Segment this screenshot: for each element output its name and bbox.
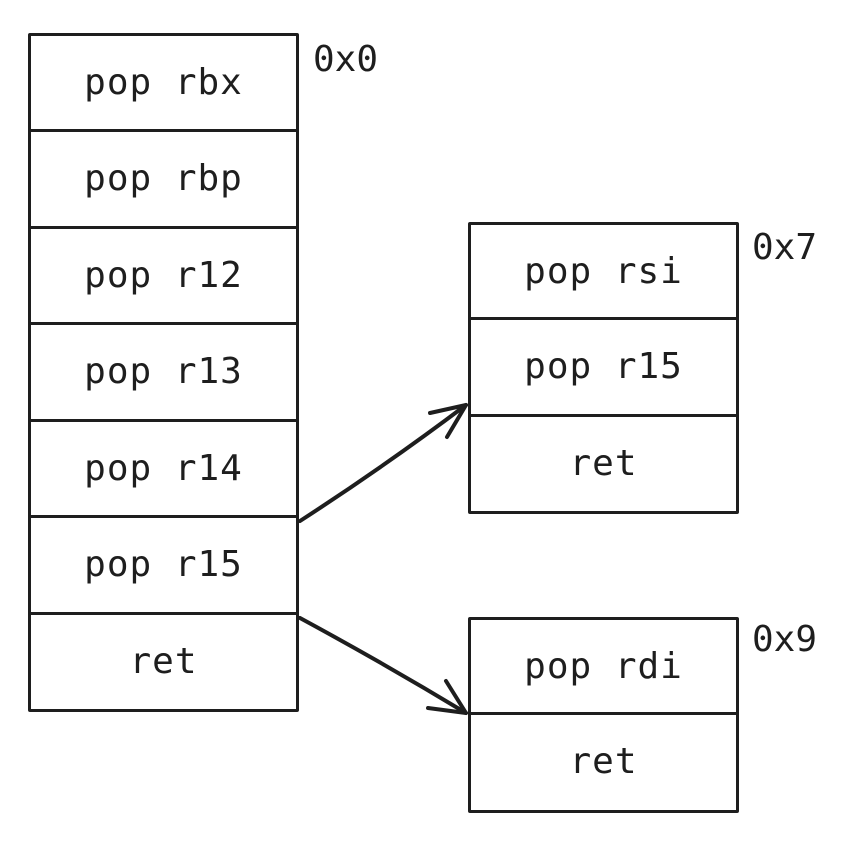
stack-cell: pop r14 xyxy=(31,418,296,516)
arrow-to-rdi-gadget xyxy=(298,616,468,715)
stack-cell: pop rbp xyxy=(31,129,296,226)
stack-cell: pop r12 xyxy=(31,225,296,323)
address-label-main: 0x0 xyxy=(313,39,379,80)
arrow-to-rsi-gadget xyxy=(298,403,468,523)
stack-cell: ret xyxy=(471,712,736,809)
stack-cell: pop rbx xyxy=(84,62,243,103)
address-label-rsi: 0x7 xyxy=(752,227,818,268)
gadget-stack-rdi: pop rdi ret xyxy=(468,617,739,813)
stack-cell: pop r15 xyxy=(31,515,296,612)
stack-cell: pop r13 xyxy=(31,322,296,419)
gadget-stack-main: pop rbx pop rbp pop r12 pop r13 pop r14 … xyxy=(28,33,299,712)
stack-cell: pop rsi xyxy=(524,250,683,292)
stack-cell: pop rdi xyxy=(524,645,683,687)
stack-cell: ret xyxy=(471,413,736,511)
stack-cell: pop r15 xyxy=(471,317,736,414)
stack-cell: ret xyxy=(31,611,296,709)
address-label-rdi: 0x9 xyxy=(752,619,818,660)
gadget-stack-rsi: pop rsi pop r15 ret xyxy=(468,222,739,514)
